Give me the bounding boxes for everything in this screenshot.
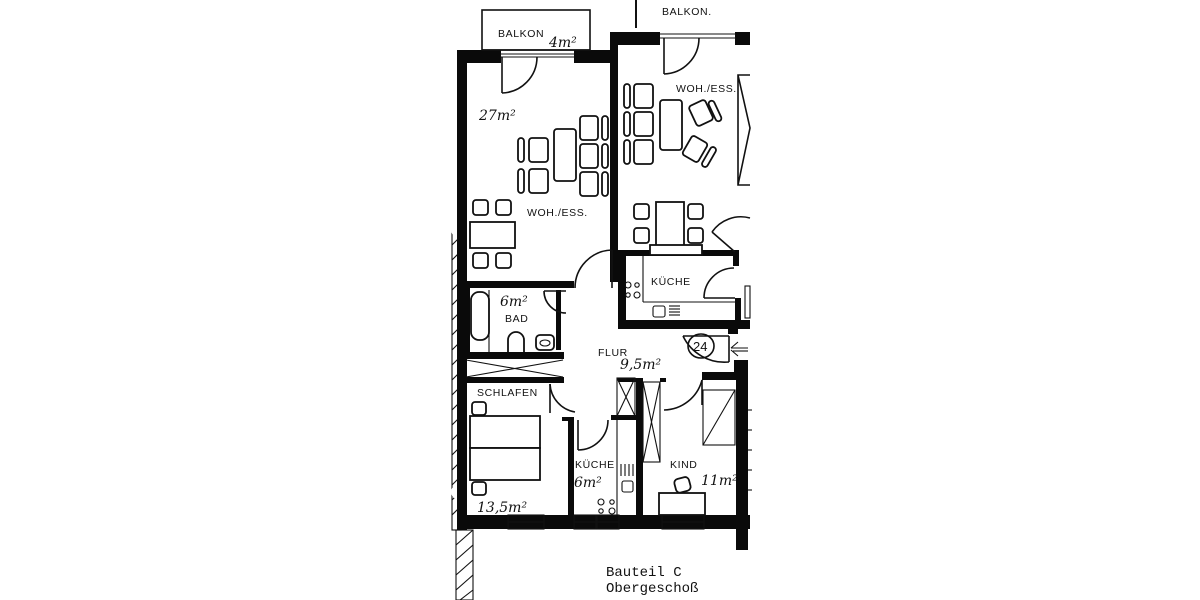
entrance-arrow-icon <box>730 341 748 357</box>
unit-number: 24 <box>693 339 707 354</box>
balkon-main: BALKON 4m² <box>481 9 591 51</box>
windows-bottom <box>507 514 705 530</box>
room-area-bad: 6m² <box>500 294 528 310</box>
caption-floor: Obergeschoß <box>606 581 698 597</box>
balkon-neighbor: BALKON. <box>635 0 736 75</box>
room-label-flur: FLUR <box>598 347 628 359</box>
room-label-wohnen-neighbor: WOH./ESS. <box>676 83 737 95</box>
room-area-kind: 11m² <box>701 473 738 489</box>
sofa-group <box>517 115 609 197</box>
door-balkon-main <box>500 53 574 94</box>
room-label-bad: BAD <box>505 313 528 325</box>
room-area-kueche: 6m² <box>574 475 602 491</box>
room-label-wohnen: WOH./ESS. <box>527 207 588 219</box>
room-label-kind: KIND <box>670 459 698 471</box>
plan-caption: Bauteil C Obergeschoß <box>606 565 698 597</box>
room-flur: FLUR 9,5m² <box>598 347 662 373</box>
room-bad: 6m² BAD <box>470 290 567 352</box>
caption-building-part: Bauteil C <box>606 565 682 581</box>
walls <box>457 32 750 550</box>
room-area-wohnen: 27m² <box>478 108 516 124</box>
unit-number-badge <box>687 333 715 359</box>
room-kueche: KÜCHE 6m² <box>574 419 634 515</box>
door-wohnen-flur <box>574 249 613 289</box>
room-label-balkon-neighbor: BALKON. <box>662 6 712 18</box>
room-label-schlafen: SCHLAFEN <box>477 387 538 399</box>
wardrobe-schlafen <box>465 359 564 378</box>
room-wohnen-essen: 27m² WOH./ESS. <box>469 108 609 269</box>
room-kueche-neighbor: KÜCHE <box>624 256 751 319</box>
dining-table <box>469 199 516 269</box>
room-kind: KIND 11m² <box>658 379 752 516</box>
room-label-balkon: BALKON <box>498 28 544 40</box>
wardrobe-flur <box>616 377 661 463</box>
room-area-flur: 9,5m² <box>620 357 662 373</box>
room-label-kueche-neighbor: KÜCHE <box>651 276 691 288</box>
entrance: 24 <box>682 333 748 364</box>
room-wohnen-neighbor: WOH./ESS. <box>623 74 751 256</box>
room-area-balkon: 4m² <box>548 35 577 51</box>
room-label-kueche: KÜCHE <box>575 459 615 471</box>
room-area-schlafen: 13,5m² <box>477 500 527 516</box>
room-schlafen: SCHLAFEN 13,5m² <box>469 383 576 516</box>
